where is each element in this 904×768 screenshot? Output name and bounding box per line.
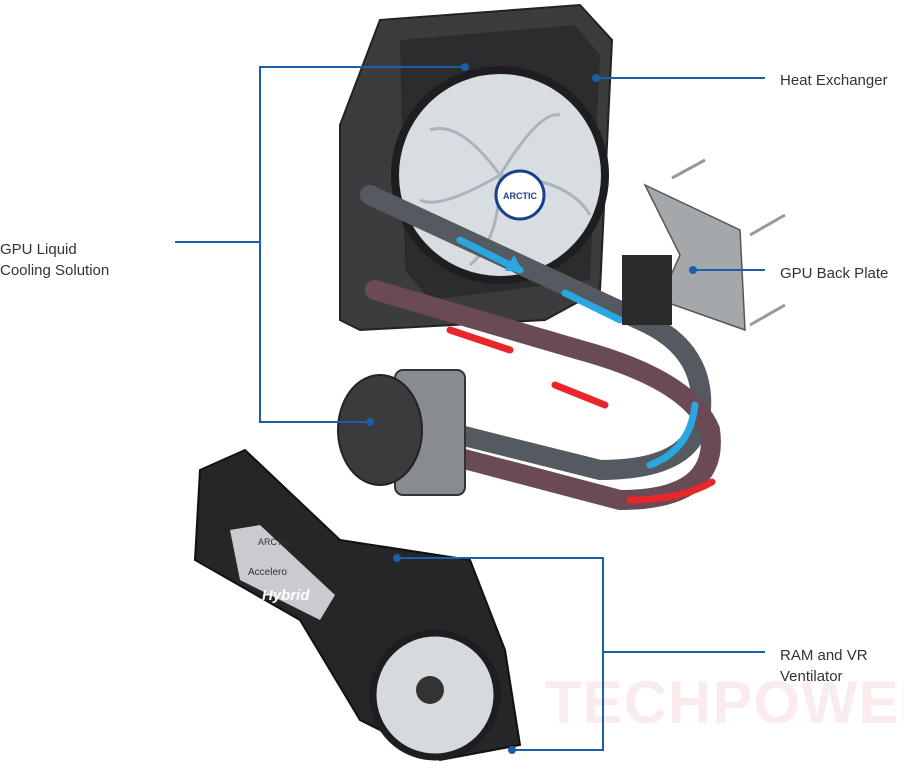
fan-logo: ARCTIC [503,191,537,201]
tubes [360,185,721,511]
shroud-nameplate [230,525,335,620]
label-gpu-back-plate: GPU Back Plate [780,265,889,282]
shroud-model-text: Accelero [248,567,287,578]
leader-dots [366,63,697,754]
shroud-brand-text: ARCTIC [258,537,292,547]
pump-block [337,369,466,496]
label-heat-exchanger: Heat Exchanger [780,72,888,89]
label-line: RAM and VR [780,647,868,664]
gpu-back-plate [622,158,786,332]
label-line: GPU Liquid [0,241,77,258]
fan-hub [494,169,546,221]
label-line: Ventilator [780,668,843,685]
ram-vr-ventilator: ARCTIC Accelero Hybrid [193,448,522,762]
label-gpu-liquid-cooling: GPU Liquid Cooling Solution [0,239,109,281]
shroud-model-name: Hybrid [262,587,310,604]
leader-lines [175,66,765,751]
label-line: Cooling Solution [0,262,110,279]
label-ram-vr-ventilator: RAM and VR Ventilator [780,645,868,687]
watermark: TECHPOWERUP [545,669,904,736]
